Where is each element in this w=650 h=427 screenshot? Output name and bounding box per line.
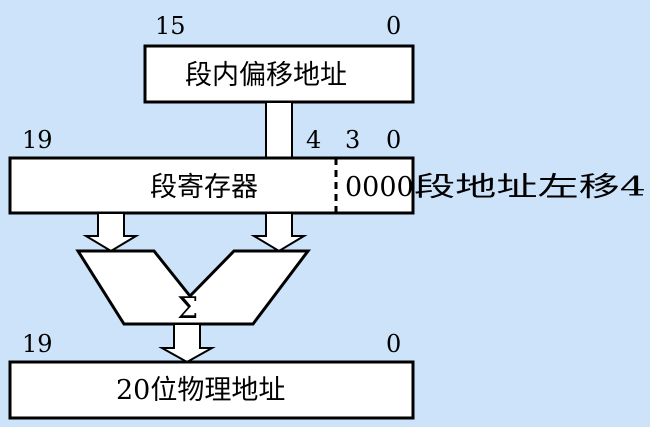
offset-bit-low: 0	[386, 12, 401, 40]
offset-down-arrow	[250, 212, 308, 253]
offset-register: 15 0 段内偏移地址	[143, 12, 415, 104]
physical-bit-low: 0	[386, 330, 401, 358]
segment-bit-high: 19	[22, 126, 53, 154]
physical-bit-high: 19	[22, 330, 53, 358]
segment-shift-note: 段地址左移4	[414, 172, 646, 203]
adder-shape	[75, 249, 312, 326]
adder-sigma: Σ	[177, 291, 198, 326]
segment-bit-low: 0	[386, 126, 401, 154]
offset-register-label: 段内偏移地址	[185, 60, 347, 91]
segment-bit-3: 3	[345, 126, 360, 154]
adder: Σ	[75, 249, 312, 326]
offset-register-box	[143, 44, 415, 104]
segment-down-arrow	[82, 212, 140, 253]
segment-register: 19 4 3 0 段寄存器 0000 段地址左移4	[8, 126, 646, 215]
offset-bit-high: 15	[155, 12, 186, 40]
offset-connector	[265, 101, 293, 159]
segment-bit-4: 4	[306, 126, 321, 154]
sum-down-arrow	[158, 323, 216, 364]
segment-register-label: 段寄存器	[150, 172, 258, 203]
segment-register-box	[8, 156, 415, 215]
physical-address-box	[8, 360, 415, 420]
physical-address-label: 20位物理地址	[116, 375, 285, 406]
physical-address: 19 0 20位物理地址	[8, 330, 415, 420]
segment-shift-bits: 0000	[345, 172, 414, 203]
